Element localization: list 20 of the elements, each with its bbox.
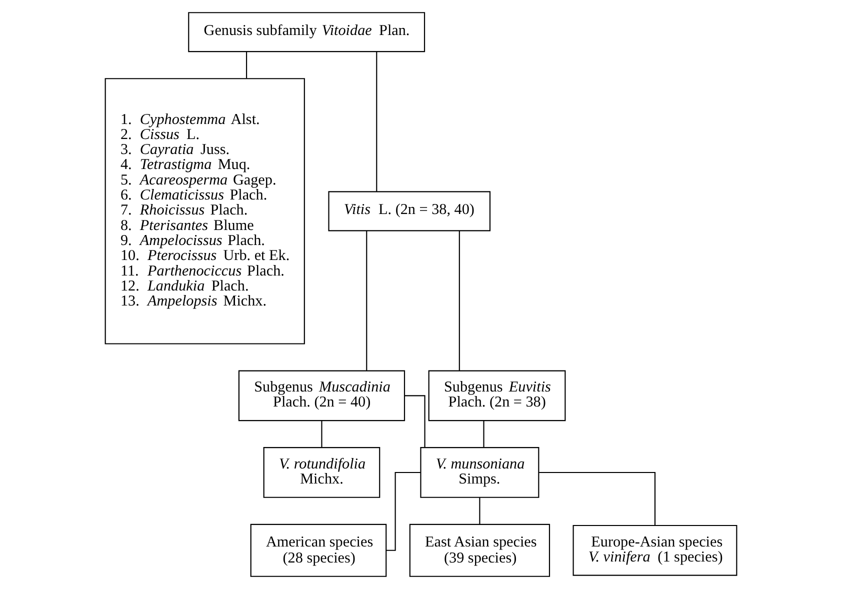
node-box: East Asian species (39 species) (409, 524, 550, 577)
connector (376, 52, 378, 192)
node-box: Subgenus Euvitis Plach. (2n = 38) (428, 370, 566, 422)
node-box: Subgenus Muscadinia Plach. (2n = 40) (238, 370, 406, 422)
connector (246, 52, 248, 78)
connector (404, 395, 426, 448)
node-box: V. rotundifolia Michx. (263, 447, 380, 498)
node-box: Genusis subfamily Vitoidae Plan. (188, 12, 426, 52)
connector (479, 498, 480, 524)
connector (366, 230, 368, 370)
node-box: 1. Cyphostemma Alst. 2. Cissus L. 3. Cayratia Juss. 4. Tetrastigma Muq. 5. Acareosperma Gagep. 6. Clematicissus Plach. 7. Rhoicissus Plach. 8. Pterisantes Blume 9. Ampelocissus Plach. 10. Pterocissus Urb. et Ek. 11. Parthenociccus Plach. 12. Landukia Plach. 13. Ampelopsis Michx. (104, 78, 305, 344)
connector (321, 420, 322, 448)
connector (458, 230, 460, 370)
node-box: V. munsoniana Simps. (420, 447, 540, 498)
connector (483, 420, 484, 448)
connector (539, 472, 656, 526)
node-box: Europe-Asian species V. vinifera (1 species) (572, 524, 738, 576)
node-box: American species (28 species) (250, 524, 387, 577)
node-box: Vitis L. (2n = 38, 40) (328, 191, 491, 232)
connector (386, 472, 421, 551)
